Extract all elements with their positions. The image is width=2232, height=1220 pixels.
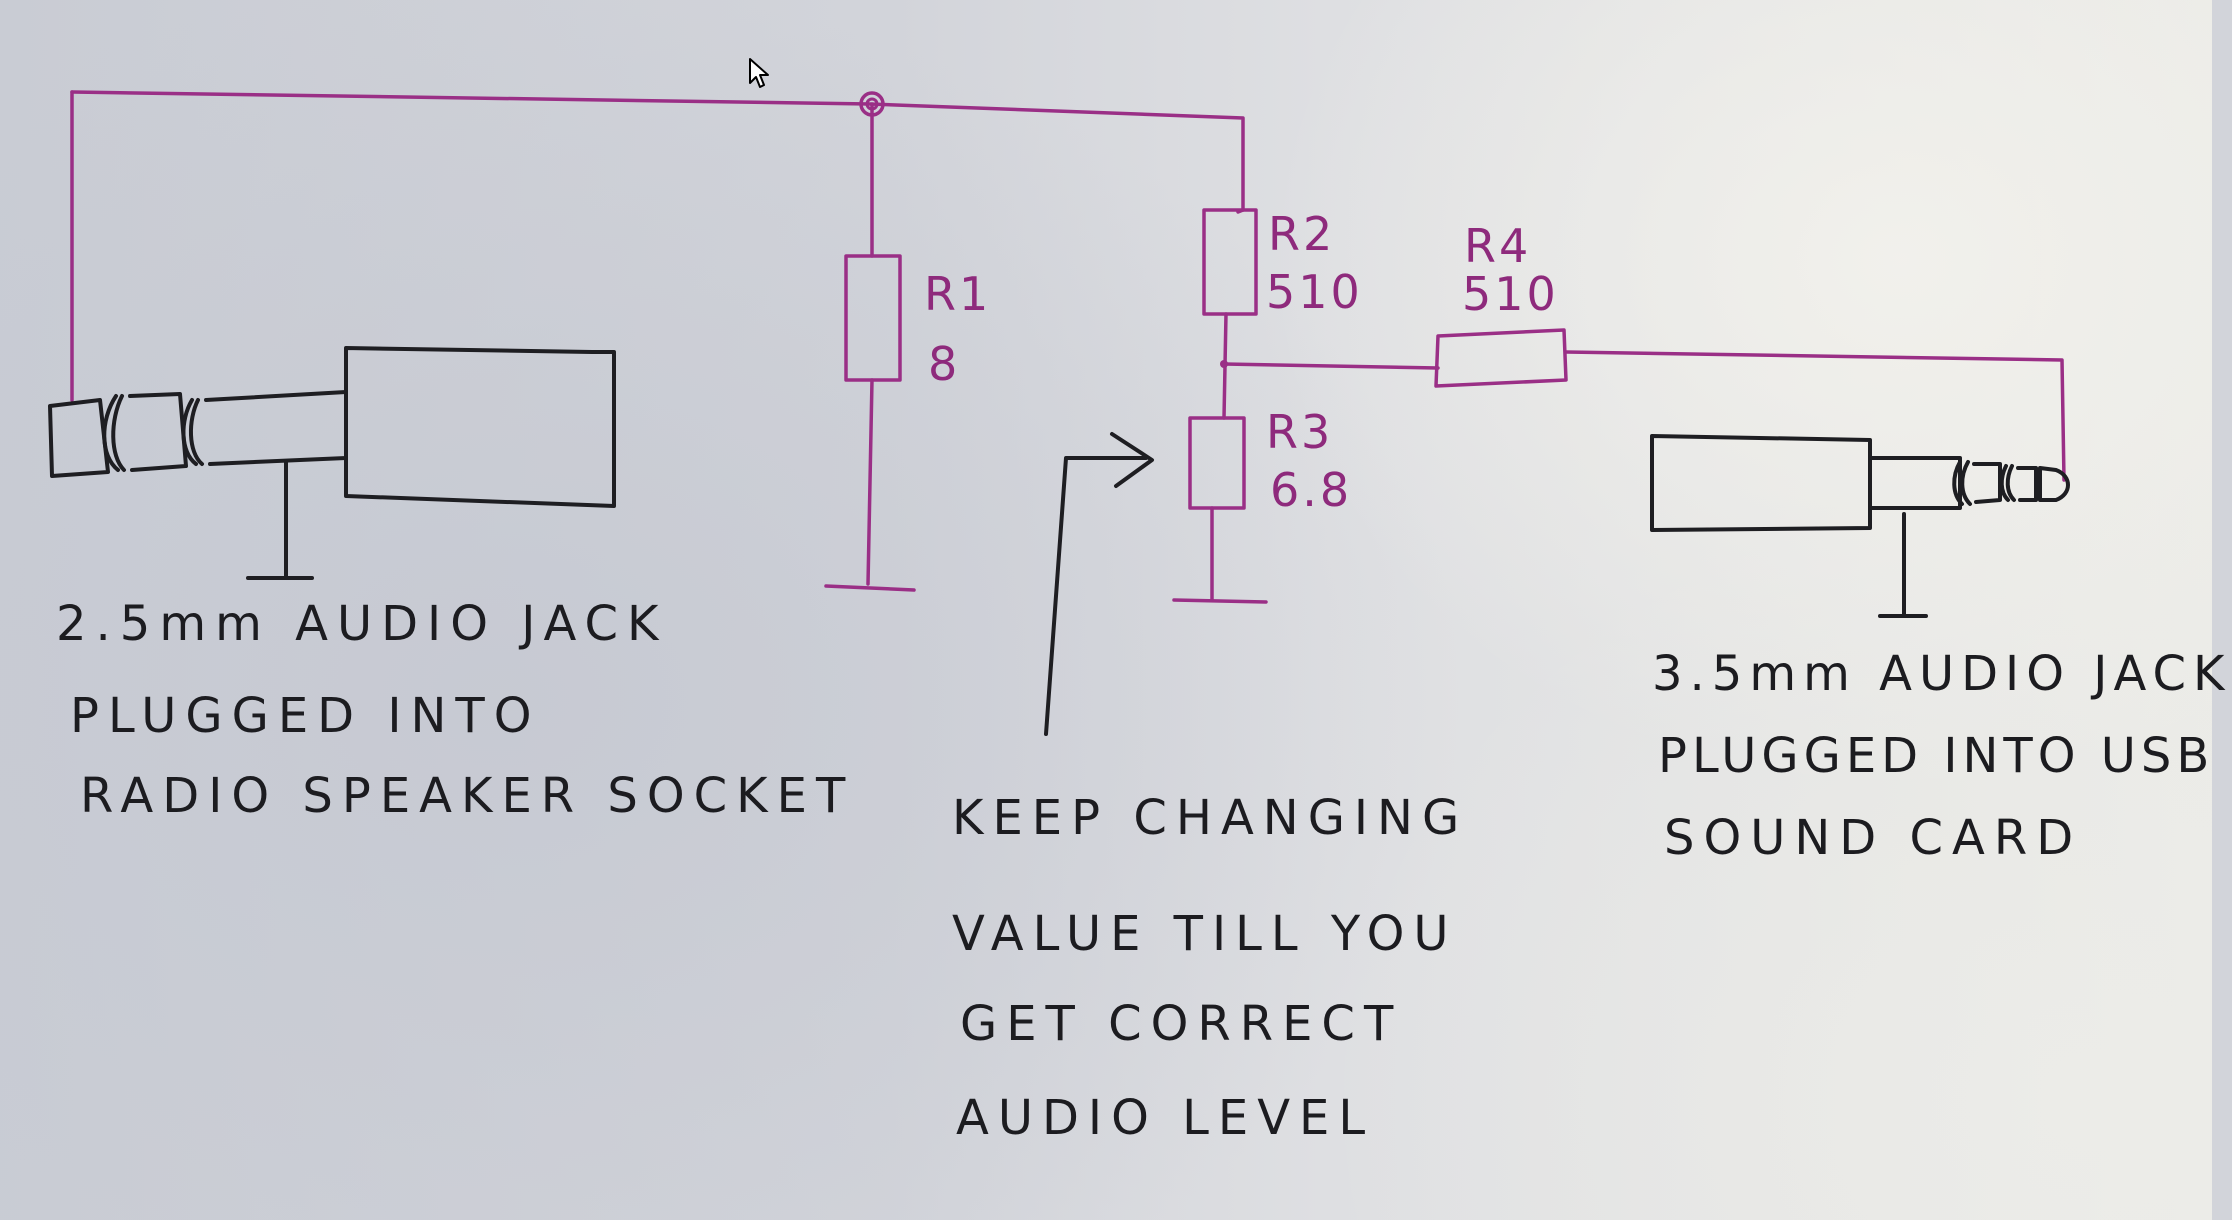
r4-resistor xyxy=(1434,328,1568,388)
r1-ground-icon xyxy=(824,584,916,592)
tip-note-line-1: KEEP CHANGING xyxy=(952,790,1469,846)
r3-ground-icon xyxy=(1172,598,1268,604)
right-jack-note-line-2: PLUGGED INTO USB xyxy=(1658,728,2215,784)
r4-name: R4 xyxy=(1464,219,1531,273)
audio-jack-3-5mm xyxy=(1650,434,2070,618)
right-jack-note-line-1: 3.5mm AUDIO JACK xyxy=(1652,646,2232,702)
r1-bottom-lead xyxy=(866,378,874,586)
r2-value: 510 xyxy=(1266,265,1363,319)
audio-jack-2-5mm xyxy=(48,346,616,580)
r3-resistor xyxy=(1188,416,1246,510)
r1-name: R1 xyxy=(924,267,991,321)
r3-name: R3 xyxy=(1266,405,1333,459)
r4-value: 510 xyxy=(1462,267,1559,321)
left-jack-note-line-3: RADIO SPEAKER SOCKET xyxy=(80,768,855,824)
mouse-pointer-icon xyxy=(749,58,769,88)
tip-note-line-3: GET CORRECT xyxy=(960,996,1403,1052)
r4-left-wire xyxy=(1222,362,1440,370)
tip-note-line-2: VALUE TILL YOU xyxy=(952,906,1458,962)
r2-resistor xyxy=(1202,208,1258,316)
arrow-right-icon xyxy=(1044,432,1154,736)
left-jack-note-line-1: 2.5mm AUDIO JACK xyxy=(56,596,668,652)
r1-value: 8 xyxy=(928,337,960,391)
tip-note-line-4: AUDIO LEVEL xyxy=(956,1090,1375,1146)
top-rail-wire xyxy=(70,90,1245,212)
right-jack-note-line-3: SOUND CARD xyxy=(1664,810,2083,866)
r1-resistor xyxy=(844,254,902,382)
r2-name: R2 xyxy=(1268,207,1335,261)
left-jack-note-line-2: PLUGGED INTO xyxy=(70,688,541,744)
r3-value: 6.8 xyxy=(1270,463,1352,517)
r4-right-wire xyxy=(1564,350,2066,482)
